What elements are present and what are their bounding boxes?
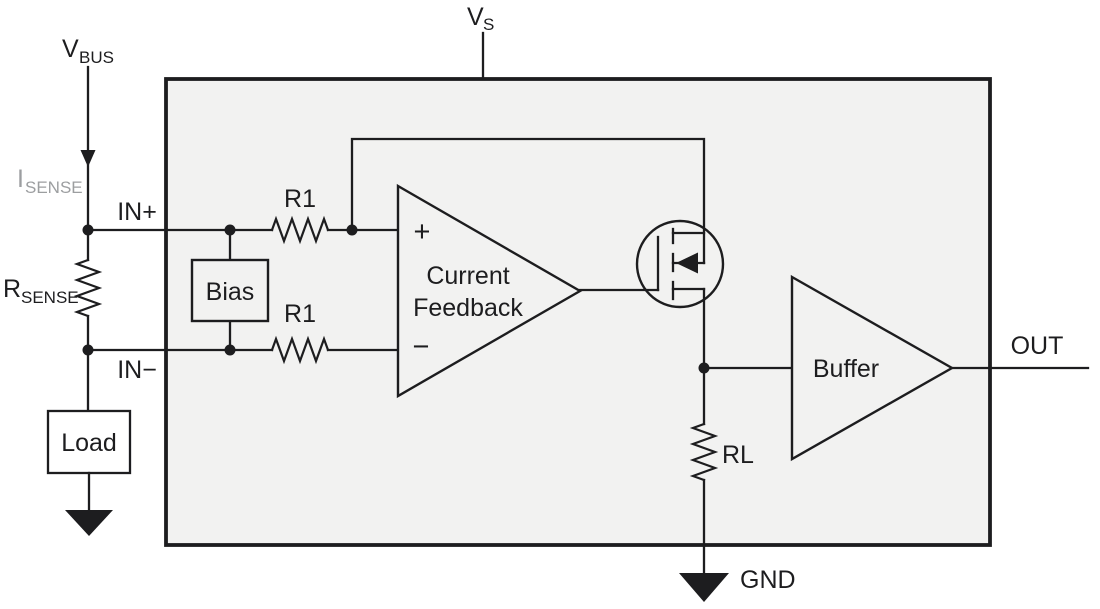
amp-plus-input-label: + <box>414 216 431 248</box>
node-dot <box>82 224 94 236</box>
mosfet-body-arrow <box>676 252 698 274</box>
vbus-label-sub: BUS <box>79 48 114 67</box>
out-label: OUT <box>1011 332 1064 360</box>
rsense-label: R <box>3 275 21 303</box>
gnd-symbol <box>679 573 729 602</box>
in-plus-label: IN+ <box>117 198 157 226</box>
buffer-amp <box>790 274 955 462</box>
vbus-label: V <box>62 35 79 63</box>
node-dot <box>224 224 236 236</box>
r1-top-resistor <box>270 215 330 245</box>
vs-label-sub: S <box>483 15 494 34</box>
isense-label: I <box>17 165 24 193</box>
amp-minus-input-label: − <box>413 331 430 363</box>
current-direction-arrow <box>80 150 96 167</box>
r1-bottom-resistor <box>270 335 330 365</box>
rl-label: RL <box>722 441 754 469</box>
vs-label: V <box>467 3 484 31</box>
r1-bottom-label: R1 <box>284 300 316 328</box>
current-feedback-amp <box>396 183 583 399</box>
gnd-label: GND <box>740 566 796 594</box>
bias-label: Bias <box>206 278 255 306</box>
amp-name-line2: Feedback <box>413 294 523 322</box>
node-dot <box>698 362 710 374</box>
feedback-wire <box>350 137 706 265</box>
isense-label-sub: SENSE <box>25 178 83 197</box>
in-minus-label: IN− <box>117 356 157 384</box>
rsense-label-sub: SENSE <box>21 288 79 307</box>
buffer-label: Buffer <box>813 355 879 383</box>
node-dot <box>224 344 236 356</box>
node-dot <box>82 344 94 356</box>
load-label: Load <box>61 429 117 457</box>
rl-resistor <box>689 422 719 482</box>
r1-top-label: R1 <box>284 185 316 213</box>
bias-box <box>190 258 270 323</box>
rsense-resistor <box>73 258 103 318</box>
node-dot <box>346 224 358 236</box>
load-gnd-symbol <box>65 510 113 536</box>
amp-name-line1: Current <box>426 262 509 290</box>
